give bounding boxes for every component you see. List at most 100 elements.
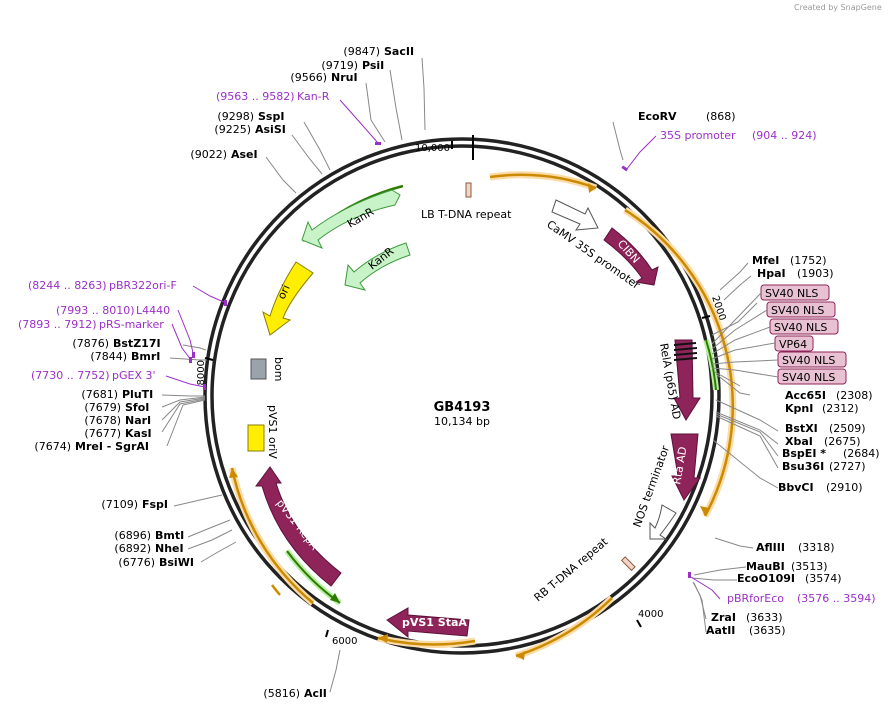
site-name: MreI - SgrAI — [75, 440, 149, 453]
site-labels-left: (9847) SacII (9719) PsiI (9566) NruI (92… — [34, 45, 414, 700]
site-name: MfeI — [752, 254, 779, 267]
site-name: SspI — [258, 110, 284, 123]
nls-box-label: SV40 NLS — [774, 321, 827, 334]
site-labels-right: EcoRV (868) MfeI (1752) HpaI (1903) Acc6… — [638, 110, 880, 637]
rta-arrow — [670, 433, 701, 501]
site-pos: (9225) — [214, 123, 251, 136]
nls-box — [769, 318, 839, 335]
site-pos: (6896) — [114, 529, 151, 542]
site-name: HpaI — [757, 267, 786, 280]
primer-range: (3576 .. 3594) — [797, 592, 876, 605]
site-pos: (3633) — [746, 611, 783, 624]
nls-marks — [673, 342, 697, 346]
site-name: NarI — [125, 414, 151, 427]
primer-range: (904 .. 924) — [752, 129, 817, 142]
site-name: MauBI — [746, 560, 785, 573]
pvs1-oriv-label: pVS1 oriV — [266, 405, 279, 459]
tick-2000 — [701, 315, 711, 319]
site-pos: (9022) — [190, 148, 227, 161]
site-name: EcoRV — [638, 110, 677, 123]
lb-repeat-box — [465, 182, 472, 198]
rb-repeat-box — [620, 556, 636, 572]
primer-name: pBR322ori-F — [109, 279, 177, 292]
primer-marks — [189, 142, 691, 578]
ori-arrow — [262, 261, 314, 336]
primer-name: Kan-R — [297, 90, 330, 103]
site-pos: (2675) — [824, 435, 861, 448]
site-pos: (7679) — [84, 401, 121, 414]
bom-box — [250, 358, 267, 380]
site-pos: (7677) — [84, 427, 121, 440]
nls-box — [777, 351, 847, 368]
site-name: AseI — [231, 148, 258, 161]
ori-label: ori — [275, 283, 293, 301]
site-pos: (9719) — [321, 59, 358, 72]
tick-label-6000: 6000 — [332, 636, 357, 647]
nls-box-label: SV40 NLS — [782, 354, 835, 367]
site-pos: (2910) — [826, 481, 863, 494]
site-pos: (9847) — [343, 45, 380, 58]
cibn-arrow — [603, 227, 659, 286]
site-pos: (3574) — [805, 572, 842, 585]
primer-name: pGEX 3' — [112, 369, 156, 382]
primer-range: (7993 .. 8010) — [56, 304, 135, 317]
brand-label: Created by SnapGene — [794, 3, 882, 12]
site-name: AclI — [304, 687, 327, 700]
site-pos: (3635) — [749, 624, 786, 637]
site-name: Acc65I — [785, 389, 826, 402]
site-name: SacII — [384, 45, 414, 58]
site-name: Bsu36I — [782, 460, 824, 473]
nls-box-label: SV40 NLS — [771, 304, 824, 317]
site-pos: (7674) — [34, 440, 71, 453]
site-name: KasI — [125, 427, 152, 440]
site-name: EcoO109I — [737, 572, 795, 585]
primer-name: pBRforEco — [727, 592, 784, 605]
plasmid-size: 10,134 bp — [434, 415, 490, 428]
site-name: NruI — [331, 71, 358, 84]
site-pos: (7876) — [72, 337, 109, 350]
tick-8000 — [204, 357, 214, 361]
green-arcs — [284, 184, 719, 606]
nos-arrow — [649, 504, 677, 540]
primer-range: (7730 .. 7752) — [31, 369, 110, 382]
orf-arcs — [228, 171, 737, 660]
site-pos: (1752) — [790, 254, 827, 267]
site-name: BbvCI — [778, 481, 814, 494]
tick-label-8000: 8000 — [196, 360, 207, 385]
site-pos: (2308) — [836, 389, 873, 402]
primer-name: L4440 — [136, 304, 170, 317]
site-name: NheI — [155, 542, 184, 555]
site-pos: (7678) — [84, 414, 121, 427]
tick-label-4000: 4000 — [638, 609, 663, 620]
primer-range: (7893 .. 7912) — [18, 318, 97, 331]
primer-labels: (9563 .. 9582) Kan-R 35S promoter (904 .… — [18, 90, 876, 605]
nls-box-label: SV40 NLS — [765, 287, 818, 300]
site-name: PluTI — [122, 388, 153, 401]
primer-range: (9563 .. 9582) — [216, 90, 295, 103]
tick-label-10000: 10,000 — [415, 143, 450, 154]
lb-label: LB T-DNA repeat — [421, 208, 512, 221]
site-pos: (7109) — [101, 498, 138, 511]
kanr-arrow-1 — [301, 189, 401, 249]
site-pos: (9566) — [290, 71, 327, 84]
primer-range: (8244 .. 8263) — [28, 279, 107, 292]
site-name: AsiSI — [255, 123, 286, 136]
site-name: AatII — [706, 624, 735, 637]
site-pos: (2727) — [829, 460, 866, 473]
site-pos: (7681) — [81, 388, 118, 401]
nls-box — [766, 301, 836, 318]
plasmid-name: GB4193 — [434, 400, 491, 415]
site-pos: (6776) — [118, 556, 155, 569]
site-pos: (6892) — [114, 542, 151, 555]
site-name: PsiI — [362, 59, 384, 72]
site-pos: (9298) — [217, 110, 254, 123]
site-name: BstXI — [785, 422, 818, 435]
site-pos: (5816) — [263, 687, 300, 700]
tick-6000 — [325, 629, 329, 638]
bom-label: bom — [272, 357, 285, 381]
site-name: XbaI — [785, 435, 813, 448]
site-pos: (2684) — [843, 447, 880, 460]
site-name: BspEI * — [782, 447, 826, 460]
kanr-arrow-2 — [344, 242, 411, 291]
